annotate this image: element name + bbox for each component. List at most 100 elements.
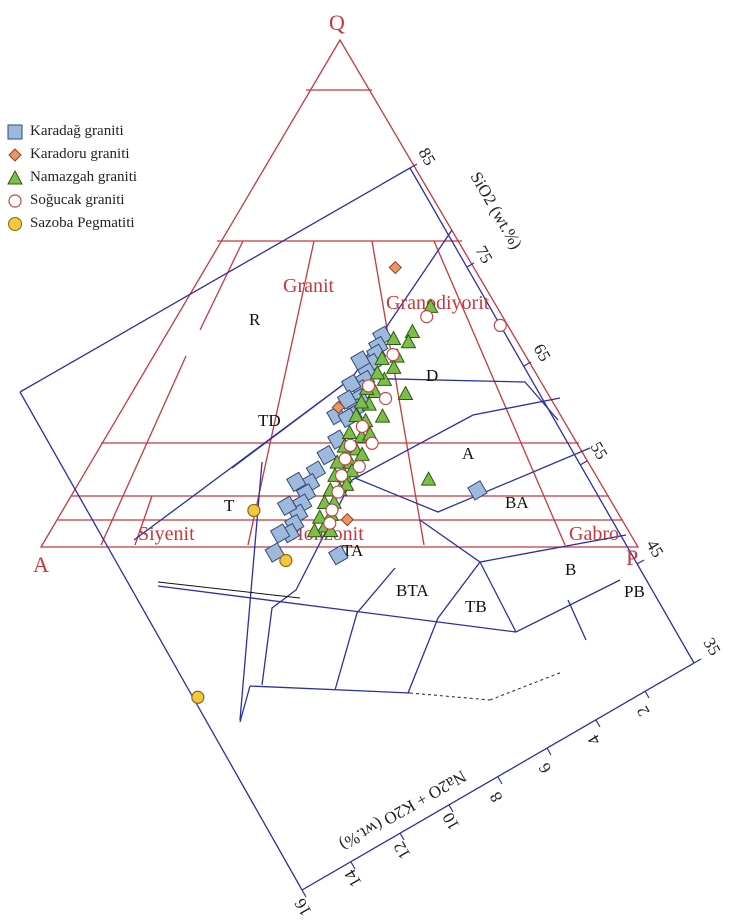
data-point-series-2 [369,364,386,380]
legend-label: Soğucak graniti [30,192,125,208]
tas-boundary-r [239,685,251,723]
tas-label-ba: BA [505,493,529,512]
silica-tick [466,262,475,268]
data-point-series-2 [306,522,323,538]
silica-tick-65: 65 [530,341,555,365]
alkali-axis [301,662,695,891]
field-label-siyenit: Siyenit [138,523,195,545]
tas-label-td: TD [258,411,281,430]
data-point-series-3 [331,485,345,499]
alkali-tick-8: 8 [486,789,507,806]
tas-boundary-ba [354,447,591,513]
tas-frame-left [19,391,303,891]
alkali-tick [350,861,356,870]
data-point-series-3 [343,438,357,452]
legend: Karadağ graniti Karadoru graniti Namazga… [6,120,206,235]
silica-tick [579,460,588,466]
field-label-granodiyorit: Granodiyorit [386,292,490,314]
field-label-gabro: Gabro [569,523,619,545]
legend-label: Karadağ graniti [30,123,124,139]
silica-tick [636,559,645,565]
alkali-tick-2: 2 [633,703,654,720]
data-point-series-2 [400,333,417,349]
data-point-series-3 [334,468,349,483]
data-point-series-2 [341,424,358,440]
alkali-tick [301,889,307,898]
tas-label-d: D [426,366,438,385]
tas-label-tb: TB [465,597,487,616]
alkali-tick [595,719,601,728]
data-point-series-4 [279,553,293,568]
tas-boundary-low [249,685,411,694]
data-point-series-3 [386,348,400,362]
apex-p-label: P [626,545,638,570]
triangle-marker-icon [7,169,23,184]
data-point-series-0 [316,444,337,466]
tas-dotted-segment-2 [489,671,563,701]
data-point-series-4 [191,690,205,704]
silica-tick-35: 35 [700,635,725,659]
data-point-series-2 [404,323,421,339]
data-point-series-3 [361,379,376,393]
silica-tick [409,163,418,169]
silica-tick-75: 75 [472,243,497,267]
tas-label-r: R [249,310,261,329]
data-point-series-2 [322,522,339,538]
data-point-series-1 [331,400,346,415]
silica-axis-label: SiO2 (wt.%) [467,169,526,253]
data-point-series-4 [247,503,261,518]
data-point-series-0 [269,523,291,544]
tas-field-labels: R D TD A T BA TA B BTA TB PB [224,310,645,616]
tas-label-a: A [462,444,475,463]
alkali-ticks [301,690,650,898]
alkali-tick [448,804,454,813]
data-point-series-0 [328,544,349,566]
legend-item: Karadağ graniti [6,120,206,143]
data-point-series-3 [352,459,366,474]
alkali-tick-6: 6 [535,760,556,777]
silica-tick-85: 85 [415,145,440,169]
alkali-tick [644,690,650,699]
tas-boundary-r-td [231,229,453,469]
qap-div-2 [100,355,187,546]
data-point-series-0 [467,480,488,501]
tas-boundary-tb [479,561,517,633]
data-point-series-0 [340,373,362,395]
qap-div-1 [199,240,244,331]
diamond-marker-icon [8,147,22,162]
square-marker-icon [7,124,23,139]
data-point-series-3 [378,391,393,406]
silica-tick-labels: 85 75 65 55 45 35 [415,145,725,659]
silica-axis [409,167,695,664]
silica-tick [523,361,532,367]
alkali-tick-4: 4 [584,731,605,748]
tas-boundary-td-t [239,461,263,721]
legend-label: Karadoru graniti [30,146,130,162]
data-point-series-2 [420,471,437,486]
alkali-tick-16: 16 [291,895,316,919]
legend-item: Sazoba Pegmatiti [6,212,206,235]
legend-item: Karadoru graniti [6,143,206,166]
data-point-series-2 [374,350,390,365]
apex-q-label: Q [329,10,345,35]
data-point-series-0 [336,389,358,410]
tas-boundary-a [351,397,561,481]
data-point-series-0 [276,495,298,516]
legend-item: Soğucak graniti [6,189,206,212]
data-point-series-3 [323,516,337,530]
legend-label: Namazgah graniti [30,169,138,185]
tas-boundary-bta2 [334,567,396,691]
data-point-series-3 [325,503,339,517]
data-point-series-2 [338,476,355,491]
data-point-series-2 [385,330,402,345]
tas-dotted-segment [409,692,491,701]
alkali-tick-12: 12 [390,838,415,862]
alkali-tick-labels: 2 4 6 8 10 12 14 16 [291,703,654,920]
apex-a-label: A [33,552,49,577]
legend-label: Sazoba Pegmatiti [30,215,135,231]
data-point-series-2 [385,359,402,374]
alkali-tick-10: 10 [439,809,464,833]
pegmatite-tie-line [157,581,301,599]
open-circle-marker-icon [8,193,22,208]
field-label-granit: Granit [283,275,335,297]
